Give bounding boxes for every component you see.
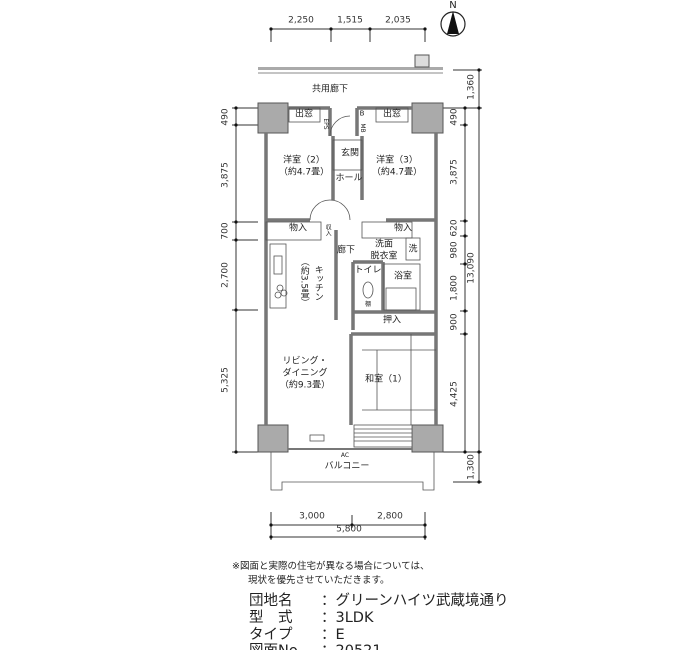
dim-bottom-total: 5,800 (336, 524, 362, 535)
dim-left-1: 490 (220, 108, 231, 126)
room-western-3-size: （約4.7畳） (371, 167, 423, 178)
label-shelf: 棚 (364, 301, 372, 308)
fixtures (265, 107, 436, 491)
room-washroom-1: 洗面 (374, 239, 394, 250)
room-western-2-size: （約4.7畳） (278, 167, 330, 178)
dim-right-6: 900 (449, 313, 460, 331)
info-key: 型 式 (249, 610, 293, 626)
dimension-ticks (234, 27, 481, 539)
info-drawing-number: 図面No：20521 (249, 639, 382, 650)
dim-right-1: 490 (449, 108, 460, 126)
room-closet: 押入 (382, 315, 402, 326)
label-eps: EPS (322, 118, 330, 130)
room-storage-right: 物入 (393, 223, 413, 234)
common-corridor-rail (258, 54, 443, 74)
info-value: ：E (321, 627, 345, 643)
label-mb: MB (359, 123, 367, 133)
dim-right-bottom: 1,300 (466, 454, 477, 480)
room-toilet: トイレ (354, 265, 382, 276)
label-ac: AC (340, 452, 350, 459)
dim-top-1: 2,250 (288, 15, 314, 26)
room-kitchen-size: （約3.5畳） (298, 256, 309, 308)
room-kitchen: キッチン (312, 265, 323, 301)
room-japanese: 和室（1） (365, 374, 407, 385)
info-key: 図面No (249, 639, 321, 650)
room-bay-window-left: 出窓 (294, 109, 314, 120)
dim-right-2: 3,875 (449, 159, 460, 185)
room-storage-left: 物入 (288, 223, 308, 234)
room-storage-small: 収入 (324, 224, 332, 236)
room-common-corridor: 共用廊下 (311, 84, 349, 95)
info-key: 団地名 (249, 593, 293, 609)
room-western-3: 洋室（3） (376, 155, 418, 166)
info-value: ：グリーンハイツ武蔵境通り (321, 593, 509, 609)
room-washroom-2: 脱衣室 (370, 251, 398, 262)
info-type: タイプ ：E (249, 623, 345, 644)
info-key: タイプ (249, 627, 293, 643)
dim-right-3: 620 (449, 219, 460, 237)
dim-left-4: 2,700 (220, 262, 231, 288)
room-living-size: （約9.3畳） (279, 380, 331, 391)
dim-right-5: 1,800 (449, 275, 460, 301)
room-hallway: 廊下 (336, 245, 356, 256)
dim-right-7: 4,425 (449, 381, 460, 407)
info-estate-name: 団地名 ：グリーンハイツ武蔵境通り (249, 589, 508, 610)
dim-left-2: 3,875 (220, 162, 231, 188)
dim-top-3: 2,035 (385, 15, 411, 26)
room-balcony: バルコニー (324, 461, 370, 472)
compass-icon (440, 11, 466, 37)
dim-bottom-left: 3,000 (299, 511, 325, 522)
note-line-2: 現状を優先させていただきます。 (248, 575, 390, 586)
dim-right-4: 980 (449, 241, 460, 259)
room-hall: ホール (335, 173, 363, 184)
structural-columns (257, 102, 444, 453)
room-entrance: 玄関 (340, 148, 360, 159)
compass-north-label: N (449, 0, 457, 11)
dim-bottom-right: 2,800 (377, 511, 403, 522)
room-bay-window-right: 出窓 (382, 109, 402, 120)
dim-left-3: 700 (220, 222, 231, 240)
note-line-1: ※図面と実際の住宅が異なる場合については、 (232, 561, 430, 572)
dim-left-5: 5,325 (220, 367, 231, 393)
dim-top-2: 1,515 (337, 15, 363, 26)
room-living-2: ダイニング (282, 368, 328, 379)
room-bath: 浴室 (393, 271, 413, 282)
dim-right-top: 1,360 (466, 74, 477, 100)
info-value: ：3LDK (321, 610, 374, 626)
tatami-step (353, 424, 413, 448)
label-b: B (359, 109, 365, 118)
info-layout-type: 型 式 ：3LDK (249, 606, 373, 627)
room-washer: 洗 (408, 244, 418, 255)
info-value: ：20521 (321, 639, 382, 650)
room-living-1: リビング・ (282, 356, 328, 367)
room-western-2: 洋室（2） (283, 155, 325, 166)
dim-right-total: 13,090 (466, 252, 477, 284)
